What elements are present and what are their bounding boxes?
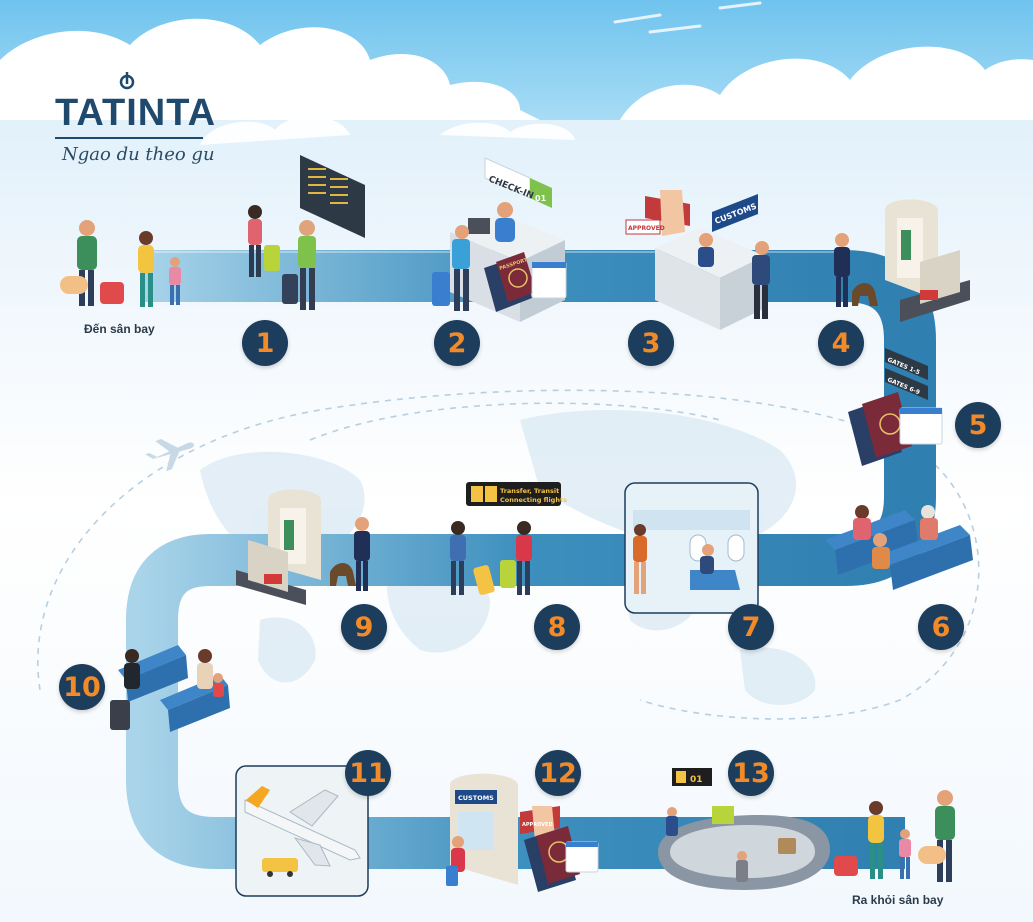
brand-logo-mark (119, 72, 135, 90)
step-badge-3: 3 (628, 320, 674, 366)
airplane-panel (235, 765, 369, 897)
sky-clouds (0, 0, 1033, 145)
step-badge-1: 1 (242, 320, 288, 366)
baggage-claim-scene (658, 768, 830, 890)
step-badge-5: 5 (955, 402, 1001, 448)
step-badge-12: 12 (535, 750, 581, 796)
waiting-lounge-scene (825, 505, 973, 590)
customs-check-scene (625, 190, 770, 330)
transfer-sign-line-1: Transfer, Transit (500, 487, 559, 495)
step-badge-7: 7 (728, 604, 774, 650)
dashed-flight-orbit (37, 389, 980, 720)
step-badge-9: 9 (341, 604, 387, 650)
step-badge-6: 6 (918, 604, 964, 650)
check-in-desk-scene (432, 157, 567, 322)
approved-stamp: APPROVED (628, 225, 665, 232)
airplane-icon (145, 439, 195, 472)
family-arriving-illustration (60, 220, 181, 307)
start-label: Đến sân bay (84, 322, 155, 336)
brand-divider (55, 137, 203, 139)
step-badge-13: 13 (728, 750, 774, 796)
step-badge-11: 11 (345, 750, 391, 796)
gates-scene (848, 348, 943, 466)
transfer-scene (450, 482, 561, 595)
departure-board-scene (248, 155, 365, 310)
step-badge-2: 2 (434, 320, 480, 366)
step-badge-4: 4 (818, 320, 864, 366)
check-in-counter-number: 01 (535, 194, 547, 203)
transit-waiting-scene (110, 645, 230, 732)
arrival-customs-scene (446, 773, 599, 892)
step-badge-8: 8 (534, 604, 580, 650)
transfer-sign-line-2: Connecting flights (500, 496, 567, 504)
brand-tagline: Ngao du theo gu (62, 144, 215, 165)
brand-title: TATINTA (55, 92, 217, 134)
baggage-belt-number: 01 (690, 775, 703, 785)
arrival-approved-stamp: APPROVED (522, 822, 553, 828)
end-label: Ra khỏi sân bay (852, 893, 944, 907)
in-flight-panel (624, 482, 759, 614)
security-scanner-scene (834, 199, 970, 322)
arrival-customs-sign: CUSTOMS (458, 794, 494, 802)
family-leaving-illustration (834, 790, 955, 882)
transit-security-scene (236, 489, 370, 605)
step-badge-10: 10 (59, 664, 105, 710)
